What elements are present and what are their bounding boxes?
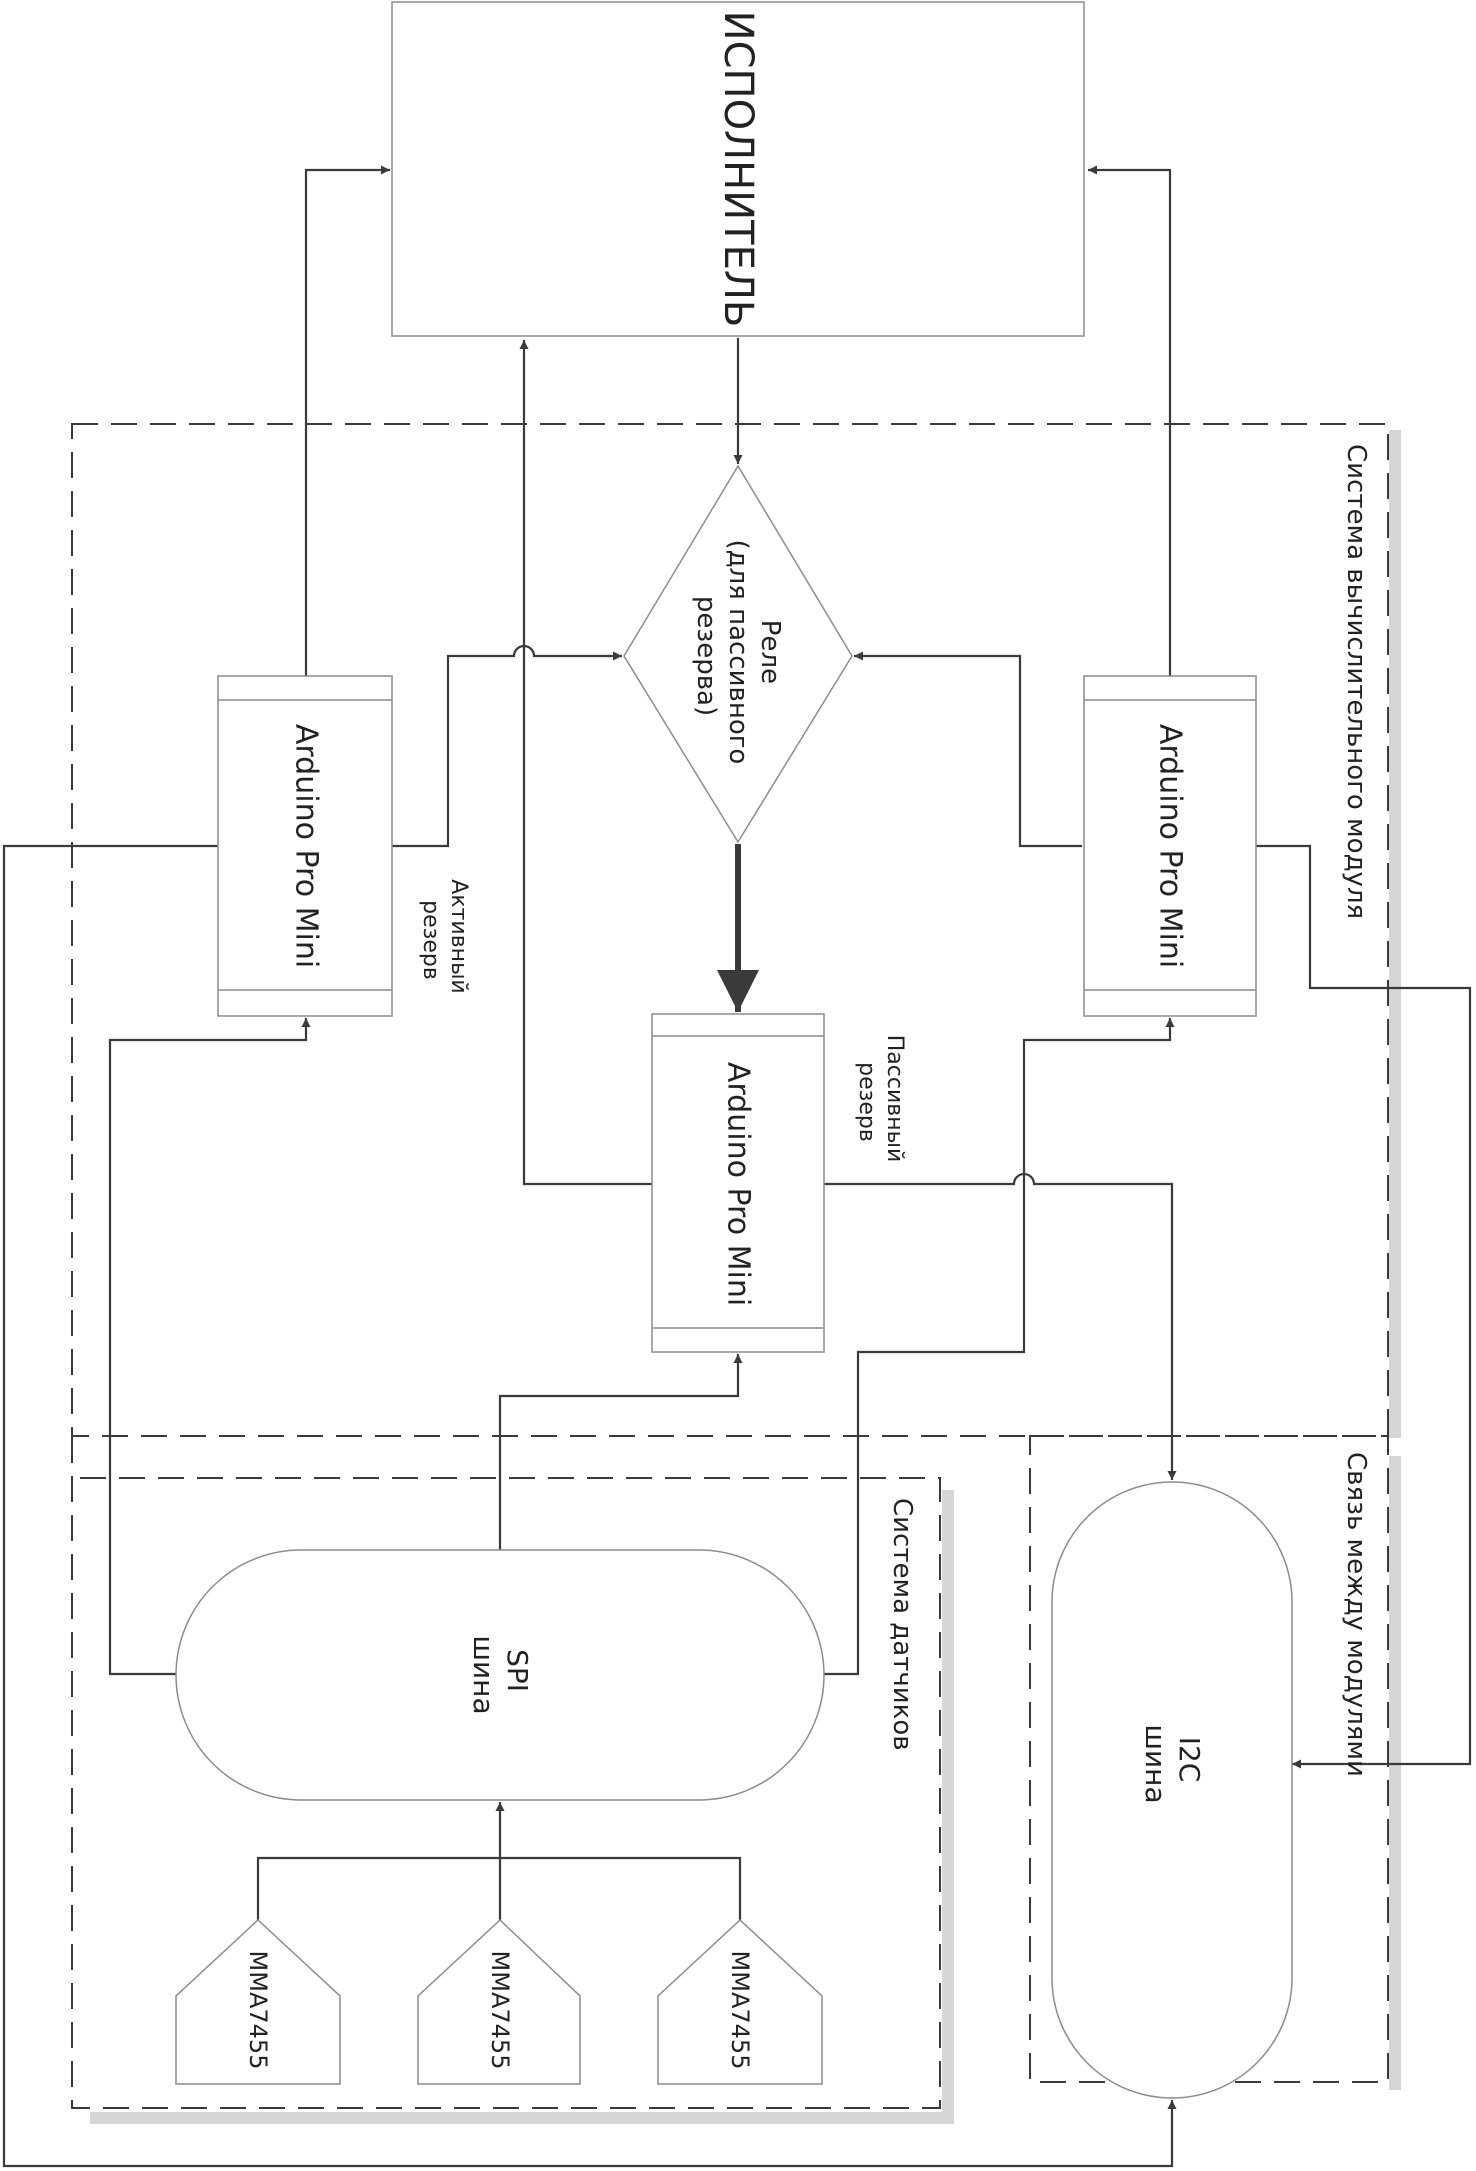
arduino-left-block: Arduino Pro Mini xyxy=(217,675,393,1017)
passive-reserve-line-2: резерв xyxy=(854,1062,879,1142)
relay-block: Реле (для пассивного резерва) xyxy=(623,464,853,844)
group-link-label: Связь между модулями xyxy=(1341,1452,1371,1777)
sensor-2-label: MMA7455 xyxy=(486,1951,514,2070)
arduino-right-block: Arduino Pro Mini xyxy=(1083,675,1257,1017)
svg-text:Активный резерв: Активный резерв xyxy=(418,879,471,1000)
executor-label: ИСПОЛНИТЕЛЬ xyxy=(715,11,761,328)
svg-text:Пассивный резерв: Пассивный резерв xyxy=(854,1035,907,1170)
i2c-bus-block: I2C шина xyxy=(1051,1481,1293,2099)
i2c-bus-line-2: шина xyxy=(1139,1724,1172,1803)
passive-reserve-line-1: Пассивный xyxy=(882,1035,907,1163)
arduino-center-block: Arduino Pro Mini xyxy=(651,1013,825,1353)
svg-text:Реле (для пассивного: Реле (для пассивного резерва) xyxy=(691,539,785,772)
active-reserve-line-2: резерв xyxy=(418,900,443,980)
sensor-3-label: MMA7455 xyxy=(726,1951,754,2070)
executor-block: ИСПОЛНИТЕЛЬ xyxy=(391,1,1085,337)
connections xyxy=(2,165,1472,2168)
arduino-left-label: Arduino Pro Mini xyxy=(289,724,324,968)
relay-label-line-3: резерва) xyxy=(691,596,721,716)
i2c-bus-line-1: I2C xyxy=(1173,1737,1206,1783)
svg-text:I2C шина: I2C шина xyxy=(1139,1724,1206,1803)
sensor-1-label: MMA7455 xyxy=(244,1951,272,2070)
svg-text:SPI шина: SPI шина xyxy=(467,1635,534,1714)
sensor-1: MMA7455 xyxy=(175,1918,341,2085)
active-reserve-line-1: Активный xyxy=(446,879,471,993)
relay-label-line-1: Реле xyxy=(755,620,785,684)
group-sensors-label: Система датчиков xyxy=(887,1498,917,1751)
group-sensors-frame xyxy=(71,1436,954,2124)
sensor-3: MMA7455 xyxy=(657,1918,823,2085)
spi-bus-block: SPI шина xyxy=(175,1549,825,1801)
arduino-right-label: Arduino Pro Mini xyxy=(1153,724,1188,968)
group-compute-frame xyxy=(71,423,1401,1438)
group-compute-label: Система вычислительного модуля xyxy=(1341,444,1371,919)
relay-label-line-2: (для пассивного xyxy=(723,539,753,764)
sensor-2: MMA7455 xyxy=(417,1918,581,2085)
spi-bus-line-2: шина xyxy=(467,1635,500,1714)
spi-bus-line-1: SPI xyxy=(501,1649,534,1692)
arduino-center-label: Arduino Pro Mini xyxy=(721,1062,756,1306)
